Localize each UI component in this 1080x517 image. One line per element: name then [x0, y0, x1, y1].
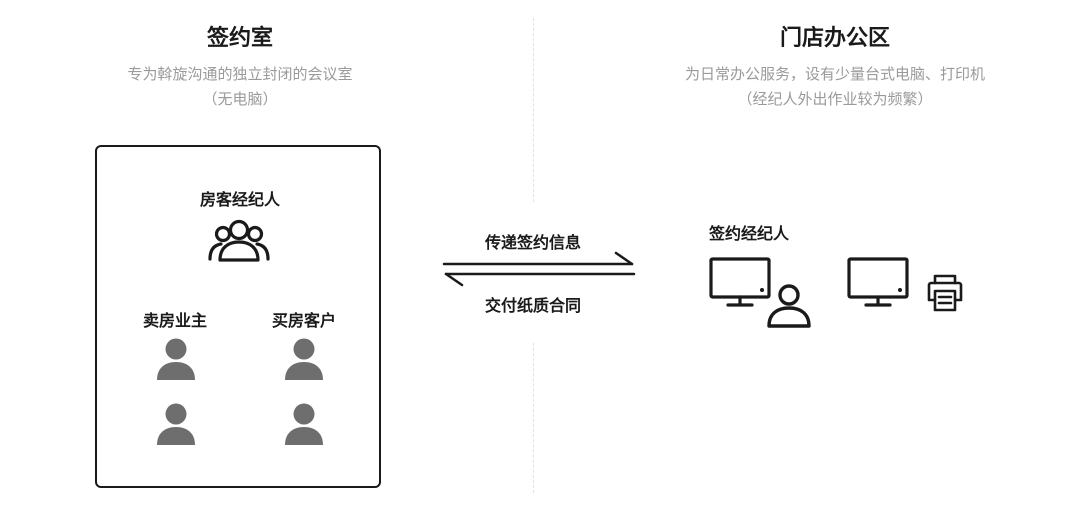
section-divider-bottom — [533, 343, 534, 493]
signing-agent-label: 签约经纪人 — [709, 224, 790, 243]
room-agent-label: 房客经纪人 — [199, 190, 280, 209]
signing-room-box — [95, 145, 381, 488]
agent-person-icon — [765, 283, 813, 329]
person-icon — [283, 402, 325, 446]
flow-top-label: 传递签约信息 — [484, 233, 581, 252]
exchange-arrows-icon — [440, 250, 638, 288]
right-section-subtitle-2: （经纪人外出作业较为频繁） — [737, 90, 933, 108]
printer-icon — [924, 272, 966, 314]
section-divider-top — [533, 18, 534, 202]
left-section-title: 签约室 — [206, 26, 273, 51]
buyer-label: 买房客户 — [271, 311, 336, 330]
person-icon — [155, 402, 197, 446]
person-icon — [155, 337, 197, 381]
left-section-subtitle-1: 专为斡旋沟通的独立封闭的会议室 — [127, 65, 353, 83]
right-section-title: 门店办公区 — [779, 26, 890, 51]
seller-label: 卖房业主 — [142, 311, 207, 330]
group-people-icon — [207, 218, 271, 264]
monitor-icon — [708, 257, 772, 309]
person-icon — [283, 337, 325, 381]
right-section-subtitle-1: 为日常办公服务，设有少量台式电脑、打印机 — [684, 65, 985, 83]
left-section-subtitle-2: （无电脑） — [202, 90, 278, 108]
flow-bottom-label: 交付纸质合同 — [484, 296, 581, 315]
monitor-icon — [846, 257, 910, 309]
